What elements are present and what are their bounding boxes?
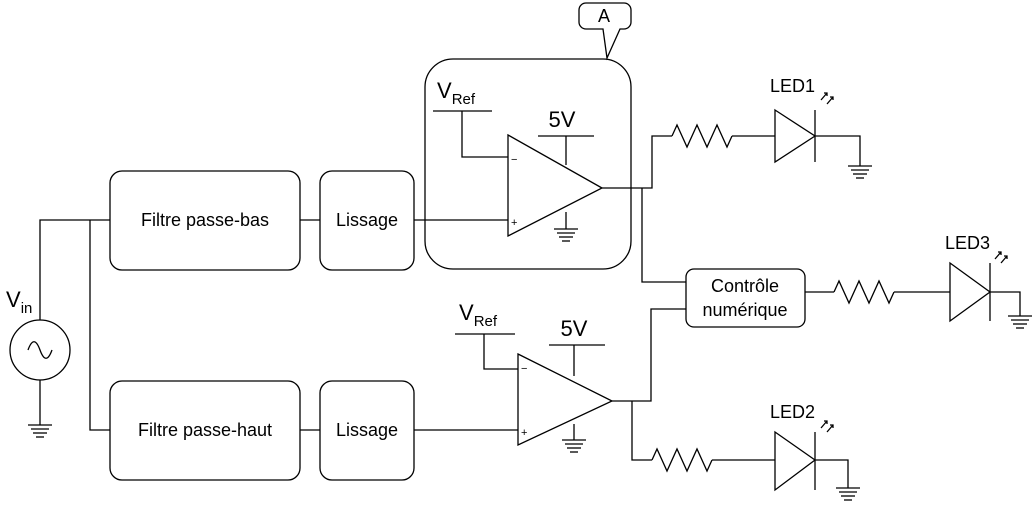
led3-icon	[949, 251, 1008, 323]
ground-icon-comp-top	[554, 228, 578, 242]
callout-a: A	[578, 2, 632, 61]
led2-label: LED2	[770, 402, 815, 422]
svg-text:−: −	[521, 363, 527, 375]
wire-bottom-out-digital	[612, 308, 686, 402]
ground-icon-led1	[848, 165, 872, 179]
comparator-group-box	[424, 58, 632, 270]
svg-text:+: +	[511, 217, 517, 229]
wire-vref-to-minus-top	[461, 111, 508, 158]
highpass-filter-label: Filtre passe-haut	[138, 420, 272, 440]
vref-label-top: VRef	[437, 78, 476, 108]
svg-text:−: −	[511, 154, 517, 166]
svg-text:+: +	[521, 427, 527, 439]
smoothing-label-top: Lissage	[336, 210, 398, 230]
resistor-led3	[833, 279, 895, 305]
ground-icon-source	[28, 424, 52, 438]
resistor-led2	[651, 447, 713, 473]
digital-control-label-2: numérique	[702, 300, 787, 320]
led2-icon	[774, 420, 834, 492]
source-label: Vin	[6, 287, 32, 317]
wire-top-out-led1	[602, 135, 672, 189]
supply-label-top: 5V	[549, 107, 576, 132]
wire-bottom-out-led2	[631, 401, 652, 461]
led1-icon	[774, 92, 834, 164]
comparator-bottom: − +	[517, 352, 614, 447]
ground-icon-led3	[1008, 315, 1032, 329]
wire-source-highpass	[89, 220, 110, 431]
resistor-led1	[671, 123, 733, 149]
smoothing-label-bottom: Lissage	[336, 420, 398, 440]
wire-led2-ground	[815, 459, 849, 488]
supply-label-bottom: 5V	[561, 316, 588, 341]
wire-top-out-digital	[641, 188, 686, 283]
digital-control-label-1: Contrôle	[711, 276, 779, 296]
wire-led3-ground	[990, 291, 1021, 316]
ground-icon-led2	[836, 487, 860, 501]
led1-label: LED1	[770, 76, 815, 96]
digital-control-block	[685, 268, 806, 328]
ground-icon-comp-bottom	[562, 439, 586, 453]
wire-vref-to-minus-bottom	[483, 334, 518, 370]
wire-led1-ground	[815, 135, 861, 166]
ac-source: Vin	[6, 287, 71, 381]
callout-label: A	[598, 6, 610, 26]
lowpass-filter-label: Filtre passe-bas	[141, 210, 269, 230]
vref-label-bottom: VRef	[459, 300, 498, 330]
led3-label: LED3	[945, 233, 990, 253]
comparator-top: − +	[507, 133, 604, 238]
wire-source-lowpass	[39, 219, 110, 320]
